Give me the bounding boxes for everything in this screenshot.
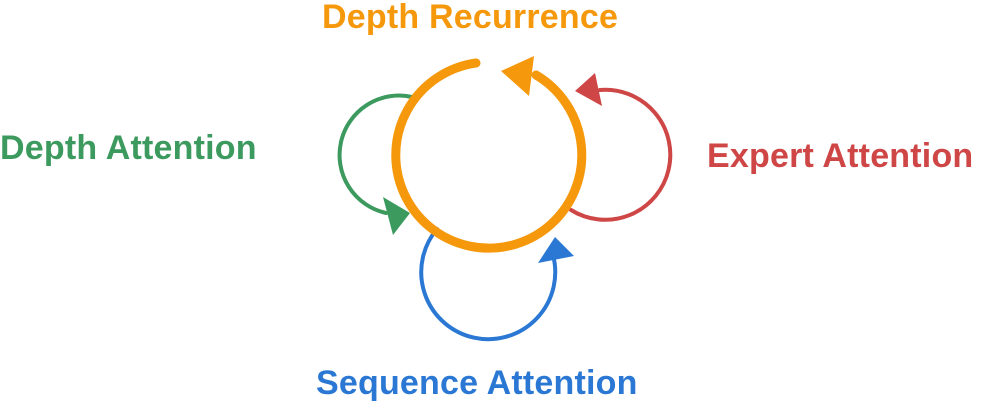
sequence-attention-arc (419, 227, 558, 342)
depth-attention-label: Depth Attention (0, 129, 257, 167)
expert-attention-arc (569, 87, 673, 222)
depth-attention-loop (337, 93, 414, 235)
depth-recurrence-loop (391, 56, 587, 253)
sequence-attention-label: Sequence Attention (316, 364, 638, 402)
depth-attention-arc (337, 93, 414, 215)
sequence-attention-loop (419, 227, 574, 342)
depth-attention-arrowhead (383, 197, 410, 235)
sequence-attention-arrowhead (538, 237, 574, 263)
depth-recurrence-arc (391, 58, 587, 253)
depth-recurrence-label: Depth Recurrence (322, 0, 619, 36)
depth-recurrence-arrowhead (501, 56, 534, 96)
expert-attention-loop (569, 73, 673, 222)
expert-attention-label: Expert Attention (707, 137, 974, 175)
expert-attention-arrowhead (575, 73, 602, 106)
